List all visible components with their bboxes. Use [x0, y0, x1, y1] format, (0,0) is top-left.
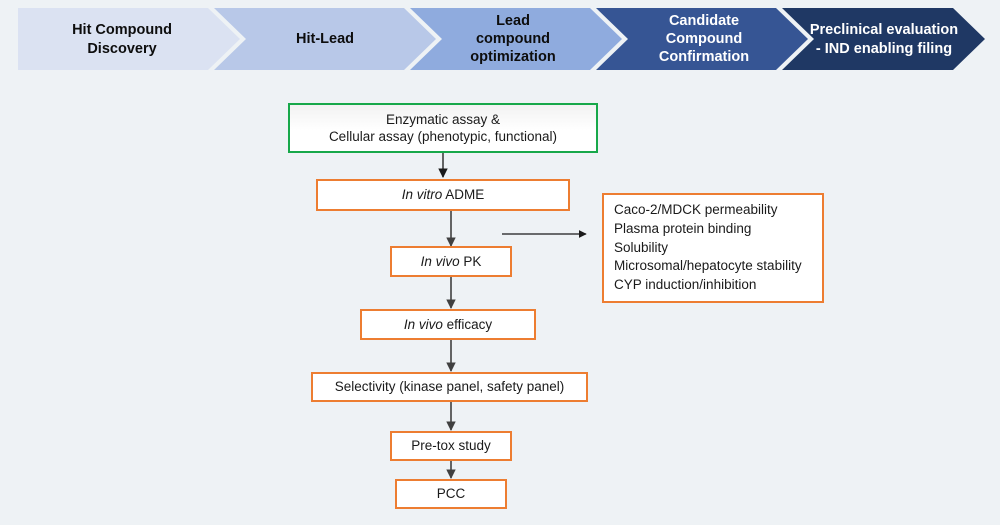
list-item: Plasma protein binding: [614, 221, 752, 237]
adme-assay-list-panel[interactable]: Caco-2/MDCK permeability Plasma protein …: [602, 193, 824, 303]
svg-text:Compound: Compound: [666, 31, 743, 47]
list-item: Solubility: [614, 239, 669, 255]
svg-text:optimization: optimization: [470, 49, 555, 65]
chevron-lead-compound-optimization[interactable]: [410, 8, 622, 70]
svg-text:compound: compound: [476, 31, 550, 47]
node-selectivity[interactable]: Selectivity (kinase panel, safety panel): [311, 372, 588, 402]
chevron-preclinical-evaluation[interactable]: [782, 8, 985, 70]
chevron-candidate-compound-confirmation[interactable]: [596, 8, 808, 70]
node-assay-line-1: Enzymatic assay &: [385, 111, 501, 127]
node-in-vivo-pk-italic: In vivo: [420, 253, 460, 269]
node-in-vivo-pk[interactable]: In vivo PK: [390, 246, 512, 277]
node-pcc-label: PCC: [436, 486, 466, 502]
node-in-vitro-adme-rest: ADME: [442, 187, 485, 203]
node-pcc[interactable]: PCC: [395, 479, 507, 509]
node-assay[interactable]: Enzymatic assay & Cellular assay (phenot…: [288, 103, 598, 153]
chevron-label-lead-compound-optimization: Lead compound optimization: [470, 13, 555, 65]
chevron-label-hit-lead: Hit-Lead: [296, 31, 354, 47]
svg-text:Preclinical evaluation: Preclinical evaluation: [810, 22, 958, 38]
node-assay-line-2: Cellular assay (phenotypic, functional): [328, 129, 558, 144]
chevron-hit-compound-discovery[interactable]: [18, 8, 240, 70]
node-pre-tox-study-label: Pre-tox study: [411, 438, 491, 454]
node-in-vivo-efficacy-rest: efficacy: [442, 316, 493, 332]
list-item: Microsomal/hepatocyte stability: [614, 258, 802, 274]
svg-text:Confirmation: Confirmation: [659, 49, 749, 65]
svg-text:Hit Compound: Hit Compound: [72, 22, 172, 38]
chevron-label-candidate-compound-confirmation: Candidate Compound Confirmation: [659, 13, 749, 65]
chevron-label-hit-compound-discovery: Hit Compound Discovery: [72, 22, 172, 57]
svg-text:Candidate: Candidate: [669, 13, 739, 29]
chevron-label-preclinical-evaluation: Preclinical evaluation - IND enabling fi…: [810, 22, 958, 57]
svg-text:Discovery: Discovery: [87, 41, 156, 57]
svg-text:Lead: Lead: [496, 13, 530, 29]
svg-text:- IND enabling filing: - IND enabling filing: [816, 41, 952, 57]
node-in-vivo-efficacy[interactable]: In vivo efficacy: [360, 309, 536, 340]
node-in-vitro-adme[interactable]: In vitro ADME: [316, 179, 570, 211]
node-in-vitro-adme-italic: In vitro: [401, 187, 443, 203]
node-in-vivo-efficacy-italic: In vivo: [403, 316, 443, 332]
list-item: CYP induction/inhibition: [614, 276, 757, 292]
node-selectivity-label: Selectivity (kinase panel, safety panel): [334, 379, 565, 395]
svg-text:Hit-Lead: Hit-Lead: [296, 31, 354, 47]
node-pre-tox-study[interactable]: Pre-tox study: [390, 431, 512, 461]
chevron-hit-lead[interactable]: [214, 8, 436, 70]
node-in-vivo-pk-rest: PK: [459, 253, 482, 269]
list-item: Caco-2/MDCK permeability: [614, 202, 778, 218]
stage-banner: Hit Compound Discovery Hit-Lead Lead com…: [18, 8, 985, 70]
